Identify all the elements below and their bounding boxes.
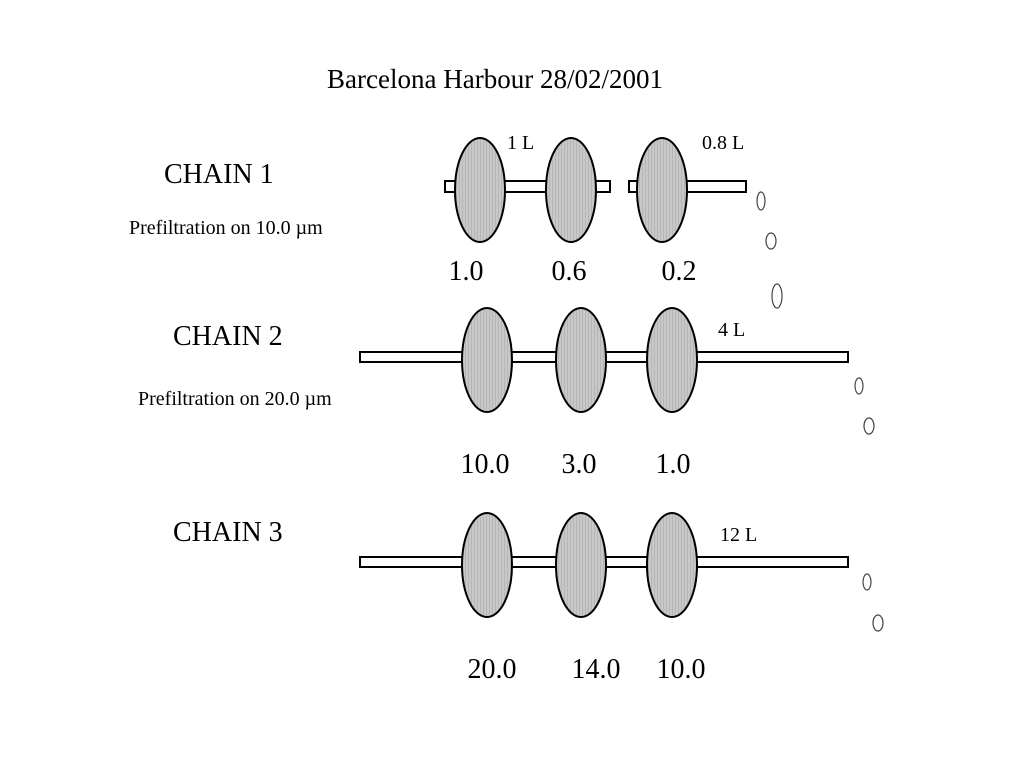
chain-1-prefiltration: Prefiltration on 10.0 µm — [129, 217, 323, 239]
chain-1-filter-3 — [636, 137, 688, 243]
chain-1-drop-2 — [765, 232, 777, 250]
chain-2-pore-size-1: 10.0 — [461, 449, 510, 480]
chain-2-prefiltration: Prefiltration on 20.0 µm — [138, 388, 332, 410]
chain-1-volume-2: 0.8 L — [702, 132, 744, 154]
chain-3-volume-1: 12 L — [720, 524, 757, 546]
chain-1-label: CHAIN 1 — [164, 159, 274, 190]
chain-2-label: CHAIN 2 — [173, 321, 283, 352]
chain-3-filter-2 — [555, 512, 607, 618]
chain-2: CHAIN 2 Prefiltration on 20.0 µm 4 L 10.… — [138, 307, 875, 480]
chain-1-filter-2 — [545, 137, 597, 243]
chain-2-drop-1 — [854, 377, 864, 395]
chain-1-drop-3 — [771, 283, 783, 309]
chain-3: CHAIN 3 12 L 20.0 14.0 10.0 — [173, 512, 884, 685]
chain-2-filter-1 — [461, 307, 513, 413]
chain-1-pore-size-1: 1.0 — [449, 256, 484, 287]
diagram-title: Barcelona Harbour 28/02/2001 — [327, 64, 663, 94]
chain-3-drop-1 — [862, 573, 872, 591]
chain-3-pore-size-2: 14.0 — [572, 654, 621, 685]
chain-2-volume-1: 4 L — [718, 319, 745, 341]
chain-1-drop-1 — [756, 191, 766, 211]
chain-1-pore-size-3: 0.2 — [662, 256, 697, 287]
chain-3-pore-size-1: 20.0 — [468, 654, 517, 685]
chain-2-filter-2 — [555, 307, 607, 413]
chain-1-filter-1 — [454, 137, 506, 243]
chain-1-pore-size-2: 0.6 — [552, 256, 587, 287]
chain-2-filter-3 — [646, 307, 698, 413]
chain-3-filter-3 — [646, 512, 698, 618]
chain-3-filter-1 — [461, 512, 513, 618]
chain-3-pore-size-3: 10.0 — [657, 654, 706, 685]
chain-1-tube-a — [444, 180, 611, 193]
chain-3-drop-2 — [872, 614, 884, 632]
chain-1-volume-1: 1 L — [507, 132, 534, 154]
chain-3-label: CHAIN 3 — [173, 517, 283, 548]
chain-2-pore-size-2: 3.0 — [562, 449, 597, 480]
chain-2-pore-size-3: 1.0 — [656, 449, 691, 480]
chain-1: CHAIN 1 Prefiltration on 10.0 µm 1 L 0.8… — [129, 132, 783, 309]
chain-2-drop-2 — [863, 417, 875, 435]
